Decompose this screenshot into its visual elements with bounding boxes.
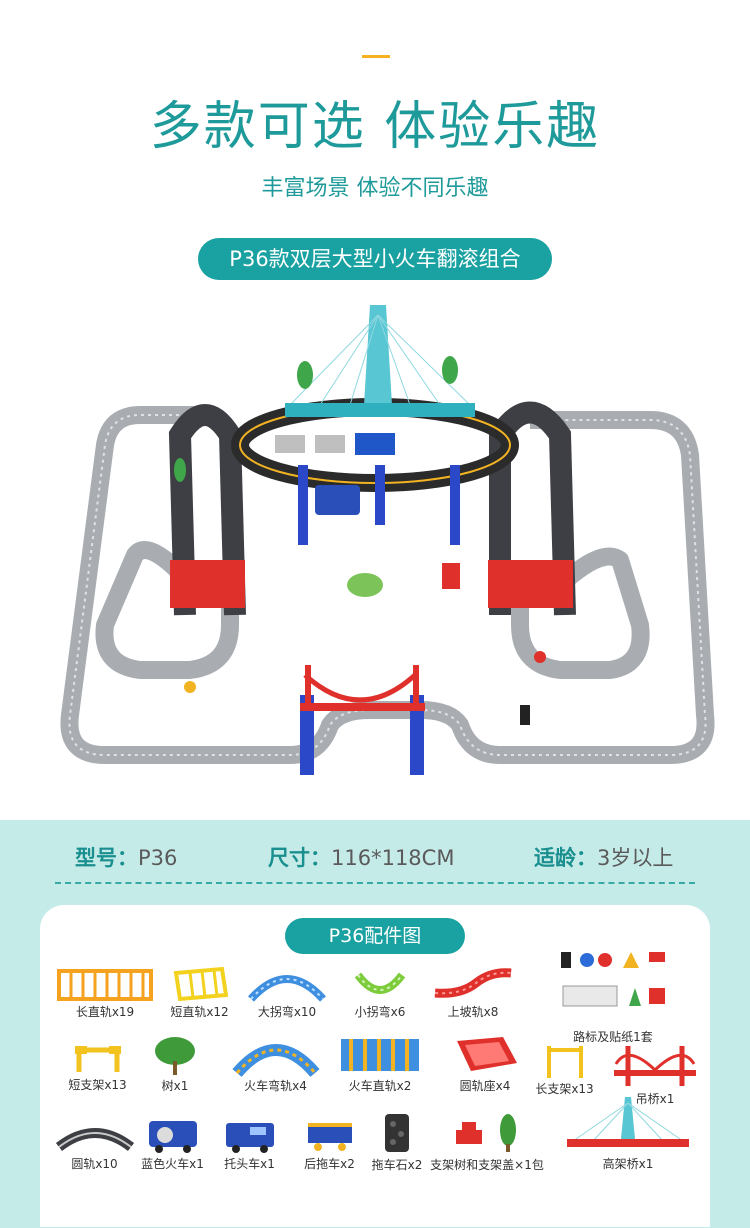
part-label: 火车直轨x2 [348, 1079, 412, 1093]
round-track-icon [55, 1128, 134, 1152]
parts-title-pill: P36配件图 [285, 918, 465, 954]
trailer-stone-icon [385, 1114, 409, 1152]
part-elevated-bridge: 高架桥x1 [548, 1095, 708, 1172]
part-label: 圆轨座x4 [459, 1079, 511, 1093]
short-support-icon [74, 1046, 121, 1072]
part-label: 短直轨x12 [170, 1005, 229, 1019]
part-label: 蓝色火车x1 [141, 1157, 204, 1171]
spec-model-value: P36 [138, 846, 178, 870]
spec-model: 型号：P36 [75, 842, 177, 872]
part-short-straight-track: 短直轨x12 [162, 965, 237, 1020]
rear-trailer-icon [307, 1123, 352, 1151]
part-train-curve-track: 火车弯轨x4 [228, 1033, 323, 1094]
tree-icon [155, 1037, 195, 1075]
long-support-icon [546, 1046, 583, 1078]
blue-train-icon [148, 1121, 197, 1153]
part-label: 长直轨x19 [75, 1005, 135, 1019]
page-title: 多款可选 体验乐趣 [149, 97, 601, 157]
product-name-pill: P36款双层大型小火车翻滚组合 [198, 238, 552, 280]
part-round-track-base: 圆轨座x4 [440, 1033, 530, 1094]
road-signs-icon [561, 952, 665, 1007]
part-label: 后拖车x2 [304, 1157, 355, 1171]
spec-age-label: 适龄： [534, 846, 597, 870]
suspension-bridge-icon [614, 1046, 696, 1086]
tractor-truck-icon [225, 1123, 274, 1153]
big-curve-track-icon [248, 975, 326, 1002]
part-label: 长支架x13 [535, 1082, 594, 1096]
part-label: 支架树和支架盖×1包 [430, 1158, 544, 1172]
page-subtitle: 丰富场景 体验不同乐趣 [261, 176, 489, 201]
part-label: 拖车石x2 [371, 1158, 423, 1172]
uphill-track-icon [434, 968, 512, 998]
part-label: 圆轨x10 [71, 1157, 118, 1171]
part-label: 小拐弯x6 [354, 1005, 406, 1019]
top-accent-dash [362, 55, 390, 58]
part-long-straight-track: 长直轨x19 [55, 965, 155, 1020]
part-label: 树x1 [161, 1079, 189, 1093]
part-short-support: 短支架x13 [50, 1040, 145, 1093]
part-label: 大拐弯x10 [257, 1005, 317, 1019]
part-long-support: 长支架x13 [527, 1040, 602, 1097]
spec-size: 尺寸：116*118CM [268, 842, 454, 872]
part-big-curve: 大拐弯x10 [242, 965, 332, 1020]
part-round-track: 圆轨x10 [52, 1115, 137, 1172]
support-tree-cap-icon [456, 1114, 516, 1152]
part-rear-trailer: 后拖车x2 [292, 1115, 367, 1172]
part-signs-stickers: 路标及贴纸1套 [548, 948, 678, 1045]
spec-age-value: 3岁以上 [597, 846, 674, 870]
part-label: 托头车x1 [224, 1157, 275, 1171]
part-label: 上坡轨x8 [447, 1005, 499, 1019]
part-trailer-stone: 拖车石x2 [362, 1110, 432, 1173]
part-suspension-bridge: 吊桥x1 [610, 1040, 700, 1107]
part-support-tree-cap: 支架树和支架盖×1包 [428, 1110, 546, 1173]
elevated-bridge-icon [567, 1097, 689, 1147]
spec-model-label: 型号： [75, 846, 138, 870]
spec-age: 适龄：3岁以上 [534, 842, 673, 872]
part-tractor-truck: 托头车x1 [212, 1115, 287, 1172]
short-straight-track-icon [173, 966, 228, 1002]
train-curve-track-icon [231, 1044, 320, 1077]
round-track-base-icon [457, 1037, 517, 1071]
small-curve-track-icon [354, 972, 406, 994]
part-label: 高架桥x1 [602, 1157, 654, 1171]
part-label: 短支架x13 [68, 1078, 127, 1092]
train-straight-track-icon [341, 1039, 419, 1071]
part-blue-train: 蓝色火车x1 [135, 1115, 210, 1172]
part-uphill-track: 上坡轨x8 [428, 965, 518, 1020]
part-train-straight-track: 火车直轨x2 [335, 1033, 425, 1094]
part-label: 火车弯轨x4 [244, 1079, 307, 1093]
spec-divider [55, 882, 695, 884]
part-tree: 树x1 [145, 1033, 205, 1094]
spec-size-value: 116*118CM [331, 846, 455, 870]
spec-size-label: 尺寸： [268, 846, 331, 870]
part-label: 吊桥x1 [635, 1092, 675, 1106]
train-set-illustration [60, 305, 715, 775]
part-label: 路标及贴纸1套 [573, 1030, 653, 1044]
part-small-curve: 小拐弯x6 [340, 965, 420, 1020]
long-straight-track-icon [57, 969, 153, 1001]
